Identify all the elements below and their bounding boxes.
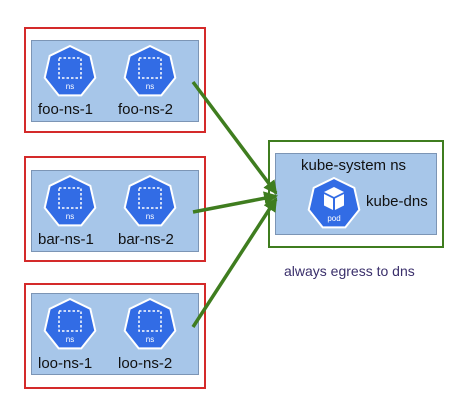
service-label: kube-dns: [366, 193, 428, 210]
namespace-icon-text: ns: [66, 212, 74, 221]
namespace-icon: ns: [123, 297, 177, 350]
namespace-icon: ns: [123, 44, 177, 97]
group-frame-loo: [24, 283, 206, 389]
namespace-label: loo-ns-1: [38, 355, 93, 372]
pod-icon: pod: [307, 176, 361, 229]
namespace-icon-text: ns: [146, 335, 154, 344]
namespace-icon-text: ns: [146, 82, 154, 91]
namespace-label: loo-ns-2: [118, 355, 173, 372]
namespace-icon: ns: [43, 174, 97, 227]
namespace-icon: ns: [43, 297, 97, 350]
group-frame-foo: [24, 27, 206, 133]
target-title: kube-system ns: [301, 157, 407, 174]
pod-icon-text: pod: [327, 214, 340, 223]
namespace-label: foo-ns-2: [118, 101, 174, 118]
namespace-icon-text: ns: [66, 335, 74, 344]
arrow-from-bar: [192, 191, 279, 214]
caption: always egress to dns: [284, 263, 415, 279]
arrow-from-loo: [191, 197, 278, 328]
namespace-label: bar-ns-1: [38, 231, 94, 248]
namespace-icon-text: ns: [66, 82, 74, 91]
namespace-label: bar-ns-2: [118, 231, 174, 248]
namespace-icon: ns: [43, 44, 97, 97]
namespace-icon: ns: [123, 174, 177, 227]
arrow-from-foo: [191, 80, 278, 195]
namespace-label: foo-ns-1: [38, 101, 94, 118]
namespace-icon-text: ns: [146, 212, 154, 221]
